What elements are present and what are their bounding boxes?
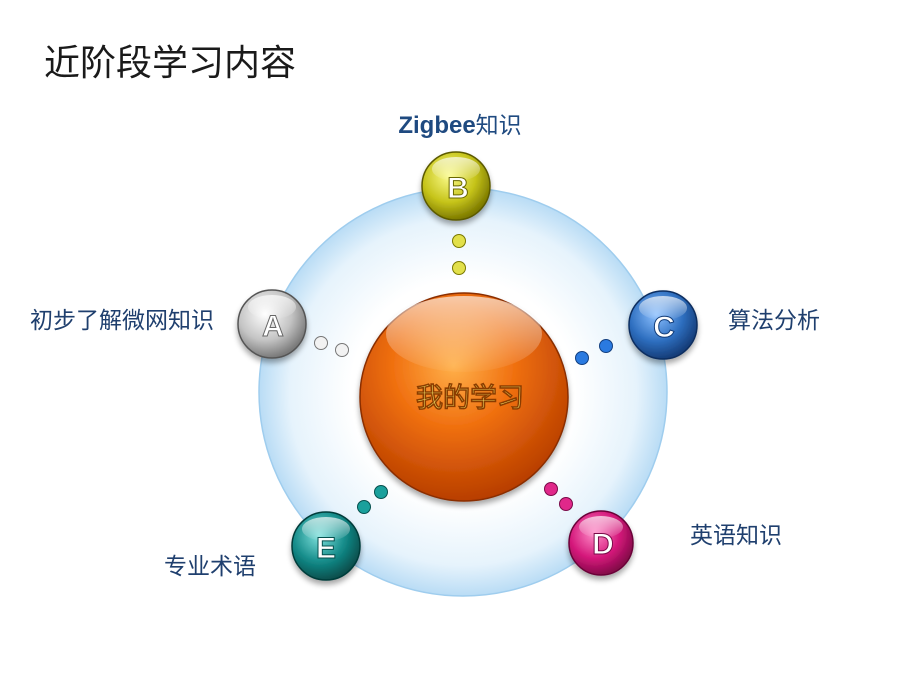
node-b-label: Zigbee知识 xyxy=(340,110,580,142)
node-b-label-strong: Zigbee xyxy=(398,112,476,139)
node-a-label: 初步了解微网知识 xyxy=(30,308,214,334)
slide-title: 近阶段学习内容 xyxy=(44,43,297,84)
node-c-letter: C xyxy=(653,311,675,344)
node-d xyxy=(568,510,634,576)
node-b-label-rest: 知识 xyxy=(475,113,522,139)
center-label: 我的学习 xyxy=(416,382,524,414)
node-d-letter: D xyxy=(592,528,614,561)
node-e xyxy=(291,511,361,581)
node-a-letter: A xyxy=(262,310,284,343)
connector-dots-c xyxy=(575,339,613,365)
node-c xyxy=(628,290,698,360)
node-b-letter: B xyxy=(447,172,469,205)
node-d-label: 英语知识 xyxy=(690,523,782,549)
node-e-label: 专业术语 xyxy=(164,554,256,580)
node-c-label: 算法分析 xyxy=(728,308,820,334)
connector-dots-d xyxy=(544,482,573,511)
connector-dots-e xyxy=(357,485,388,514)
node-e-letter: E xyxy=(316,532,336,565)
node-b xyxy=(421,151,491,221)
connector-dots-b xyxy=(452,234,466,275)
center-sphere xyxy=(359,292,569,502)
node-a xyxy=(237,289,307,359)
connector-dots-a xyxy=(314,336,349,357)
